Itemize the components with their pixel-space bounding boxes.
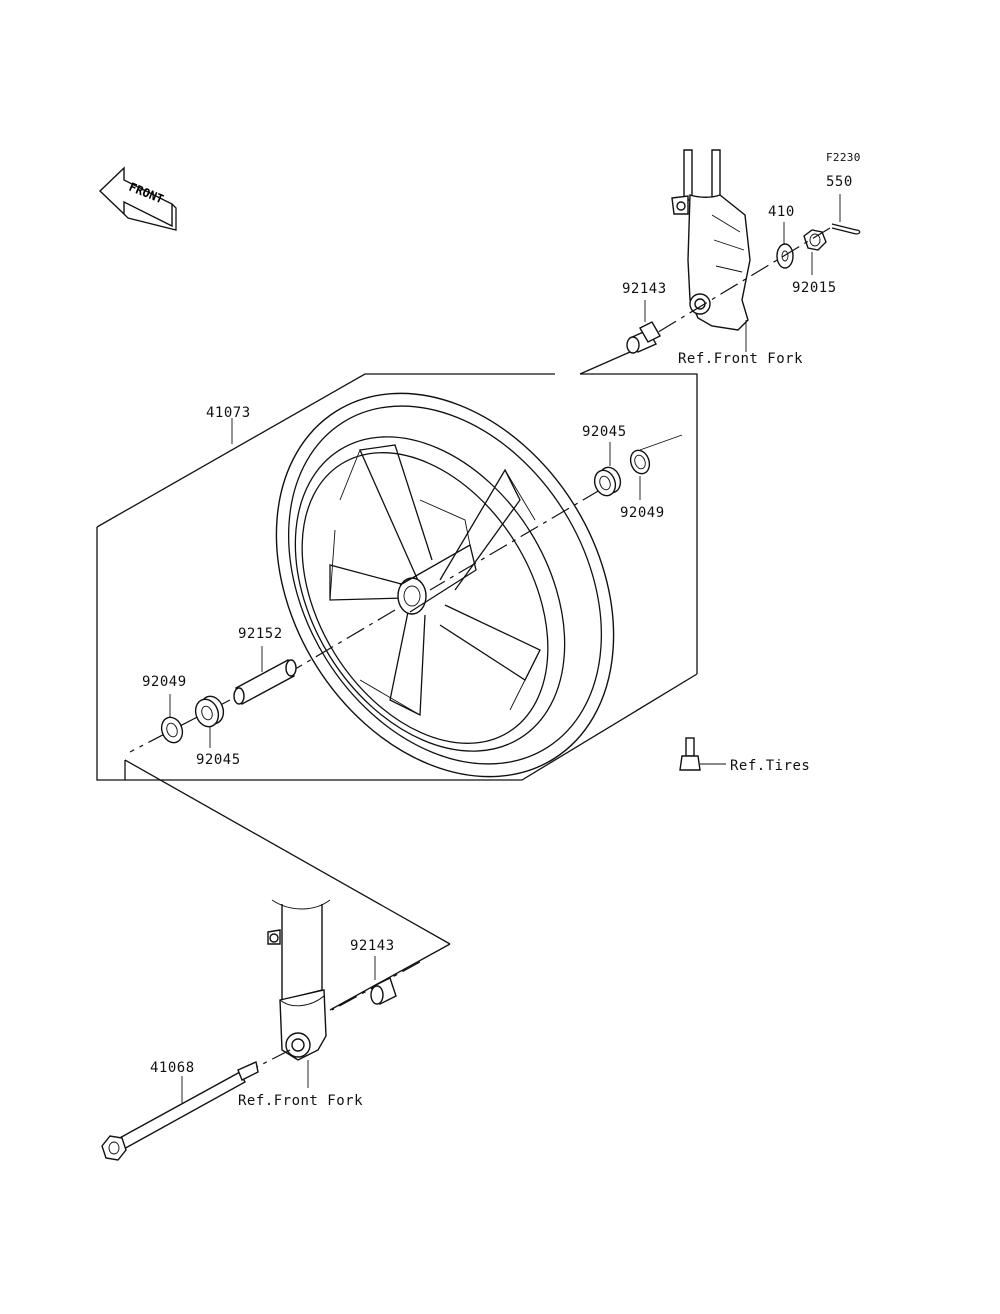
part-label-92015: 92015 (792, 280, 837, 296)
part-92143-bottom-icon (370, 956, 397, 1005)
part-92045-left-icon (194, 695, 225, 748)
part-label-550: 550 (826, 174, 853, 190)
wheel-41073-icon (231, 392, 615, 778)
part-92049-right-icon (629, 434, 683, 500)
part-41068-axle-icon (101, 1061, 259, 1161)
part-92015-icon (803, 229, 827, 275)
front-arrow-icon: FRONT (98, 166, 177, 231)
assembly-frame (96, 351, 698, 1011)
part-label-410: 410 (768, 204, 795, 220)
part-label-41073: 41073 (206, 405, 251, 421)
part-410-icon (776, 222, 794, 269)
part-label-92143-top: 92143 (622, 281, 667, 297)
part-92143-top-icon (626, 300, 661, 354)
ref-front-fork-bottom: Ref.Front Fork (238, 1093, 364, 1109)
part-label-92049-right: 92049 (620, 505, 665, 521)
part-label-92049-left: 92049 (142, 674, 187, 690)
part-92049-left-icon (160, 694, 184, 744)
part-92152-icon (233, 646, 297, 705)
part-550-icon (831, 194, 861, 235)
tire-valve-icon (679, 737, 726, 771)
ref-front-fork-top: Ref.Front Fork (678, 351, 804, 367)
part-label-92152: 92152 (238, 626, 283, 642)
part-92045-right-icon (593, 442, 622, 497)
part-label-92045-left: 92045 (196, 752, 241, 768)
part-label-92045-right: 92045 (582, 424, 627, 440)
front-fork-top (671, 149, 751, 352)
part-label-41068: 41068 (150, 1060, 195, 1076)
front-fork-bottom (267, 899, 331, 1088)
ref-tires: Ref.Tires (730, 758, 811, 774)
part-label-92143-bottom: 92143 (350, 938, 395, 954)
figure-code: F2230 (826, 151, 861, 164)
